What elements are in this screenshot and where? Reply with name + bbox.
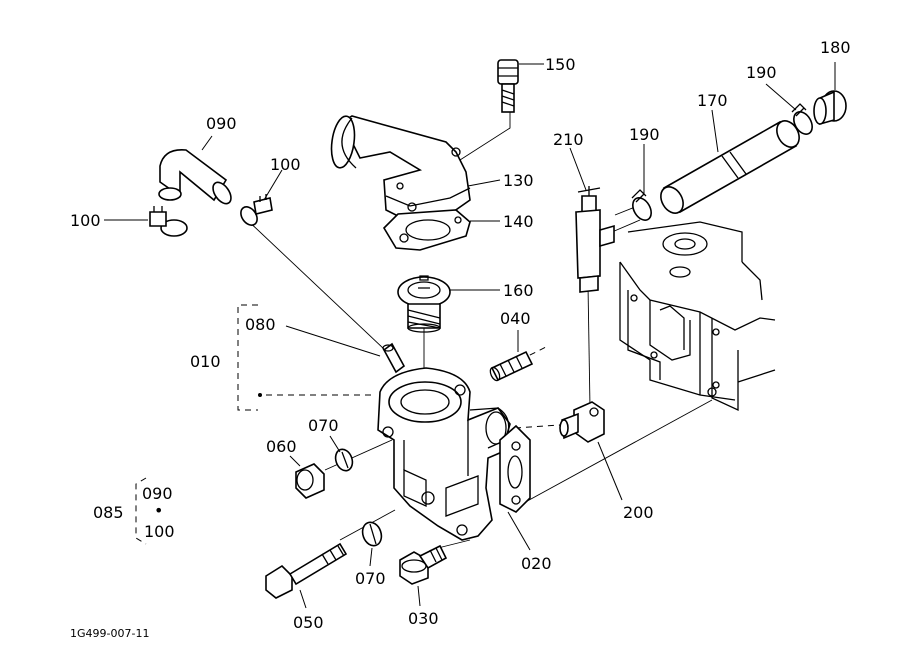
- label-020: 020: [521, 554, 552, 573]
- group-085-item-100: 100: [144, 522, 175, 541]
- group-085-bullet: •: [154, 501, 163, 520]
- part-090-bypass-hose: [158, 149, 232, 205]
- label-200: 200: [623, 503, 654, 522]
- part-040-stud-pipe: [489, 350, 534, 382]
- part-070-washer-lower: [361, 521, 383, 547]
- engine-block-outline: [619, 221, 776, 412]
- axis-line-210-to-200: [587, 284, 591, 409]
- part-140-gasket: [382, 209, 471, 251]
- label-100-right: 100: [270, 155, 301, 174]
- label-060: 060: [266, 437, 297, 456]
- part-150-bolt: [497, 59, 519, 113]
- axis-line-200: [514, 424, 561, 429]
- part-030-flange-bolt: [399, 544, 448, 585]
- part-180-cap: [813, 90, 847, 126]
- label-160: 160: [503, 281, 534, 300]
- part-160-thermostat: [397, 275, 451, 333]
- part-labels: 150 180 090 100 100 130 140 170 190 190 …: [70, 38, 851, 632]
- part-130-thermostat-cover: [330, 115, 471, 223]
- axis-line-030: [437, 539, 471, 549]
- label-130: 130: [503, 171, 534, 190]
- part-190-clamp-lower: [631, 189, 652, 221]
- label-080: 080: [245, 315, 276, 334]
- label-180: 180: [820, 38, 851, 57]
- label-210: 210: [553, 130, 584, 149]
- label-100-left: 100: [70, 211, 101, 230]
- group-085-label: 085: [93, 503, 124, 522]
- part-060-nut: [295, 463, 325, 499]
- drawing-reference-code: 1G499-007-11: [70, 627, 149, 640]
- label-040: 040: [500, 309, 531, 328]
- group-085-bracket: [135, 477, 147, 545]
- part-070-washer-upper: [334, 448, 354, 472]
- label-140: 140: [503, 212, 534, 231]
- part-210-drain-cock: [575, 186, 615, 293]
- part-050-long-bolt: [265, 542, 348, 599]
- label-050: 050: [293, 613, 324, 632]
- label-070-upper: 070: [308, 416, 339, 435]
- part-170-hose: [660, 120, 800, 214]
- axis-line-020-block: [519, 399, 713, 506]
- part-010-housing: [377, 367, 511, 541]
- part-020-gasket: [499, 424, 531, 513]
- axis-line-070-060: [324, 439, 393, 471]
- label-010: 010: [190, 352, 221, 371]
- part-080-pipe: [382, 342, 406, 374]
- label-170: 170: [697, 91, 728, 110]
- part-100-clamp-left: [149, 206, 188, 237]
- axis-line-090-to-080: [242, 215, 386, 351]
- label-070-lower: 070: [355, 569, 386, 588]
- part-200-elbow: [559, 401, 605, 443]
- assembly-010-bracket: [237, 304, 372, 411]
- label-190-lower: 190: [629, 125, 660, 144]
- leader-lines: [104, 62, 836, 609]
- label-090: 090: [206, 114, 237, 133]
- group-085: 085 090 • 100: [93, 477, 175, 545]
- axis-line-hose-block: [611, 219, 641, 233]
- part-190-clamp-upper: [791, 103, 813, 135]
- label-030: 030: [408, 609, 439, 628]
- group-085-item-090: 090: [142, 484, 173, 503]
- part-100-clamp-right: [240, 194, 273, 226]
- label-150: 150: [545, 55, 576, 74]
- label-190-upper: 190: [746, 63, 777, 82]
